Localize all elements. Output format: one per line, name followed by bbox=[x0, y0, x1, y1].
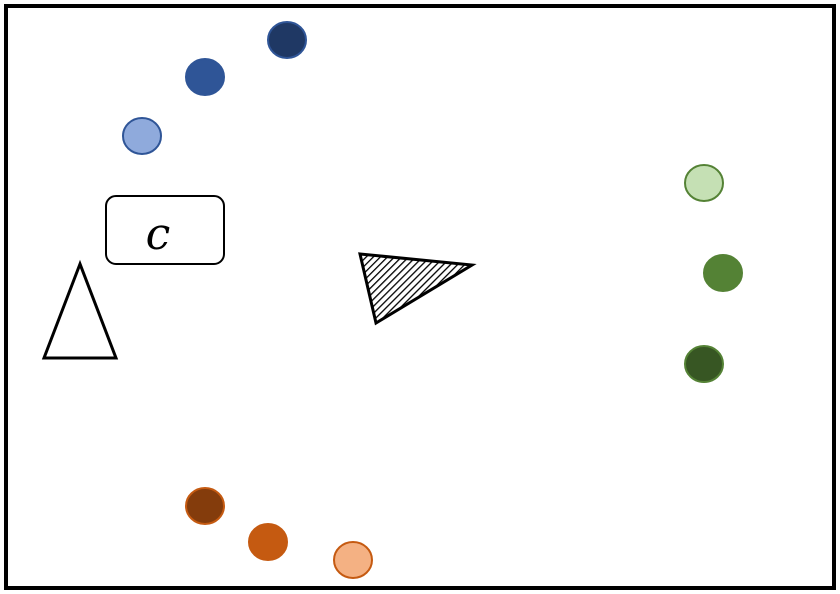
blue-dot-group bbox=[122, 21, 307, 155]
blue-dot-dark bbox=[267, 21, 307, 59]
label-box-frame bbox=[105, 195, 225, 265]
hatched-pointer-triangle bbox=[358, 252, 477, 326]
orange-dot-dark bbox=[185, 487, 225, 525]
green-dot-light bbox=[684, 164, 724, 202]
label-box-text: c bbox=[146, 209, 171, 260]
blue-dot-light bbox=[122, 117, 162, 155]
orange-dot-group bbox=[185, 487, 373, 579]
diagram-frame bbox=[4, 4, 836, 590]
green-dot-group bbox=[684, 164, 743, 383]
orange-dot-light bbox=[333, 541, 373, 579]
label-box: c bbox=[105, 195, 225, 265]
orange-dot-medium bbox=[248, 523, 288, 561]
outline-triangle bbox=[41, 259, 119, 360]
green-dot-medium bbox=[703, 254, 743, 292]
green-dot-dark bbox=[684, 345, 724, 383]
blue-dot-medium bbox=[185, 58, 225, 96]
